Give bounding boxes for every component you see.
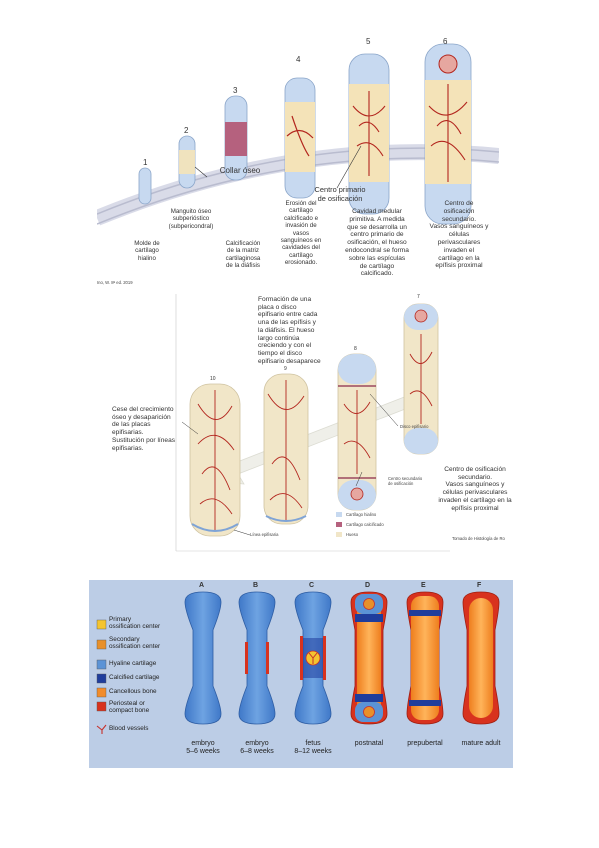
legend-periosteal: Periosteal or compact bone (109, 700, 150, 715)
legend-hyaline: Hyaline cartilage (109, 660, 157, 667)
caption-e: prepubertal (407, 740, 443, 747)
figure-endochondral-stages: 1 2 3 4 5 6 Molde de cartílago hialino M… (97, 36, 499, 286)
stage-number-5: 5 (366, 37, 371, 46)
legend-blood-vessels: Blood vessels (109, 725, 149, 732)
label-linea-epifisaria: Línea epifisaria (250, 532, 279, 537)
stage-number-6: 6 (443, 37, 448, 46)
caption-b: embryo 6–8 weeks (240, 740, 274, 755)
label-centro-secundario: Centro de osificación secundario. Vasos … (429, 200, 489, 270)
label-centro-primario: Centro primario de osificación (314, 185, 366, 203)
stage-number-9: 9 (284, 366, 287, 372)
stage-number-10: 10 (210, 376, 216, 382)
figure1-source: Ino, W. 8ª ed. 2019 (97, 280, 133, 285)
stage-letter-a: A (199, 582, 205, 589)
stage-letter-d: D (365, 582, 371, 589)
stage-number-2: 2 (184, 126, 189, 135)
label-manguito: Manguito óseo subperióstico (subpericond… (168, 208, 214, 230)
stage-letter-c: C (309, 582, 315, 589)
stage-number-8: 8 (354, 346, 357, 352)
figure2-illustration (175, 294, 450, 552)
label-collar: Collar óseo (219, 166, 261, 175)
stage-number-7: 7 (417, 294, 420, 300)
label-cese: Cese del crecimiento óseo y desaparición… (112, 406, 176, 452)
label-calcificacion: Calcificación de la matriz cartilaginosa… (225, 240, 261, 270)
stage-number-4: 4 (296, 55, 301, 64)
legend-calcified: Calcified cartilage (109, 674, 160, 681)
caption-f: mature adult (461, 740, 501, 747)
caption-c: fetus 8–12 weeks (294, 740, 332, 755)
stage-number-3: 3 (233, 86, 238, 95)
legend-primary: Primary ossification center (109, 616, 161, 631)
figure2-source: Tomado de Histología de Ro (452, 536, 505, 541)
caption-a: embryo 5–6 weeks (186, 740, 220, 755)
stage-letter-e: E (421, 582, 426, 589)
label-centro-secundario-small: Centro secundario de osificación (388, 476, 423, 486)
label-cavidad: Cavidad medular primitiva. A medida que … (345, 208, 409, 278)
caption-d: postnatal (354, 740, 384, 747)
legend-hialino: Cartílago hialino (346, 512, 377, 517)
legend-calcificado: Cartílago calcificado (346, 522, 384, 527)
legend-cancellous: Cancellous bone (109, 688, 157, 695)
legend-secondary: Secondary ossification center (109, 636, 161, 651)
legend-hueso: Hueso (346, 532, 359, 537)
stage-letter-f: F (477, 582, 482, 589)
label-erosion: Erosión del cartílago calcificado e inva… (280, 200, 322, 267)
label-disco-epifisario: Disco epifisario (400, 424, 429, 429)
figure3-illustration (96, 591, 500, 734)
stage-number-1: 1 (143, 158, 148, 167)
figure-ossification-panel: A B C D E F embryo 5–6 weeks embryo 6–8 … (89, 580, 513, 768)
stage-letter-b: B (253, 582, 259, 589)
figure1-illustration (97, 43, 499, 226)
label-molde: Molde de cartílago hialino (134, 240, 160, 262)
label-centro-secundario-right: Centro de osificación secundario. Vasos … (438, 466, 512, 512)
label-formacion: Formación de una placa o disco epifisari… (258, 296, 321, 365)
figure-growth-stages: 7 8 9 10 Formación de una placa o disco … (112, 294, 520, 552)
